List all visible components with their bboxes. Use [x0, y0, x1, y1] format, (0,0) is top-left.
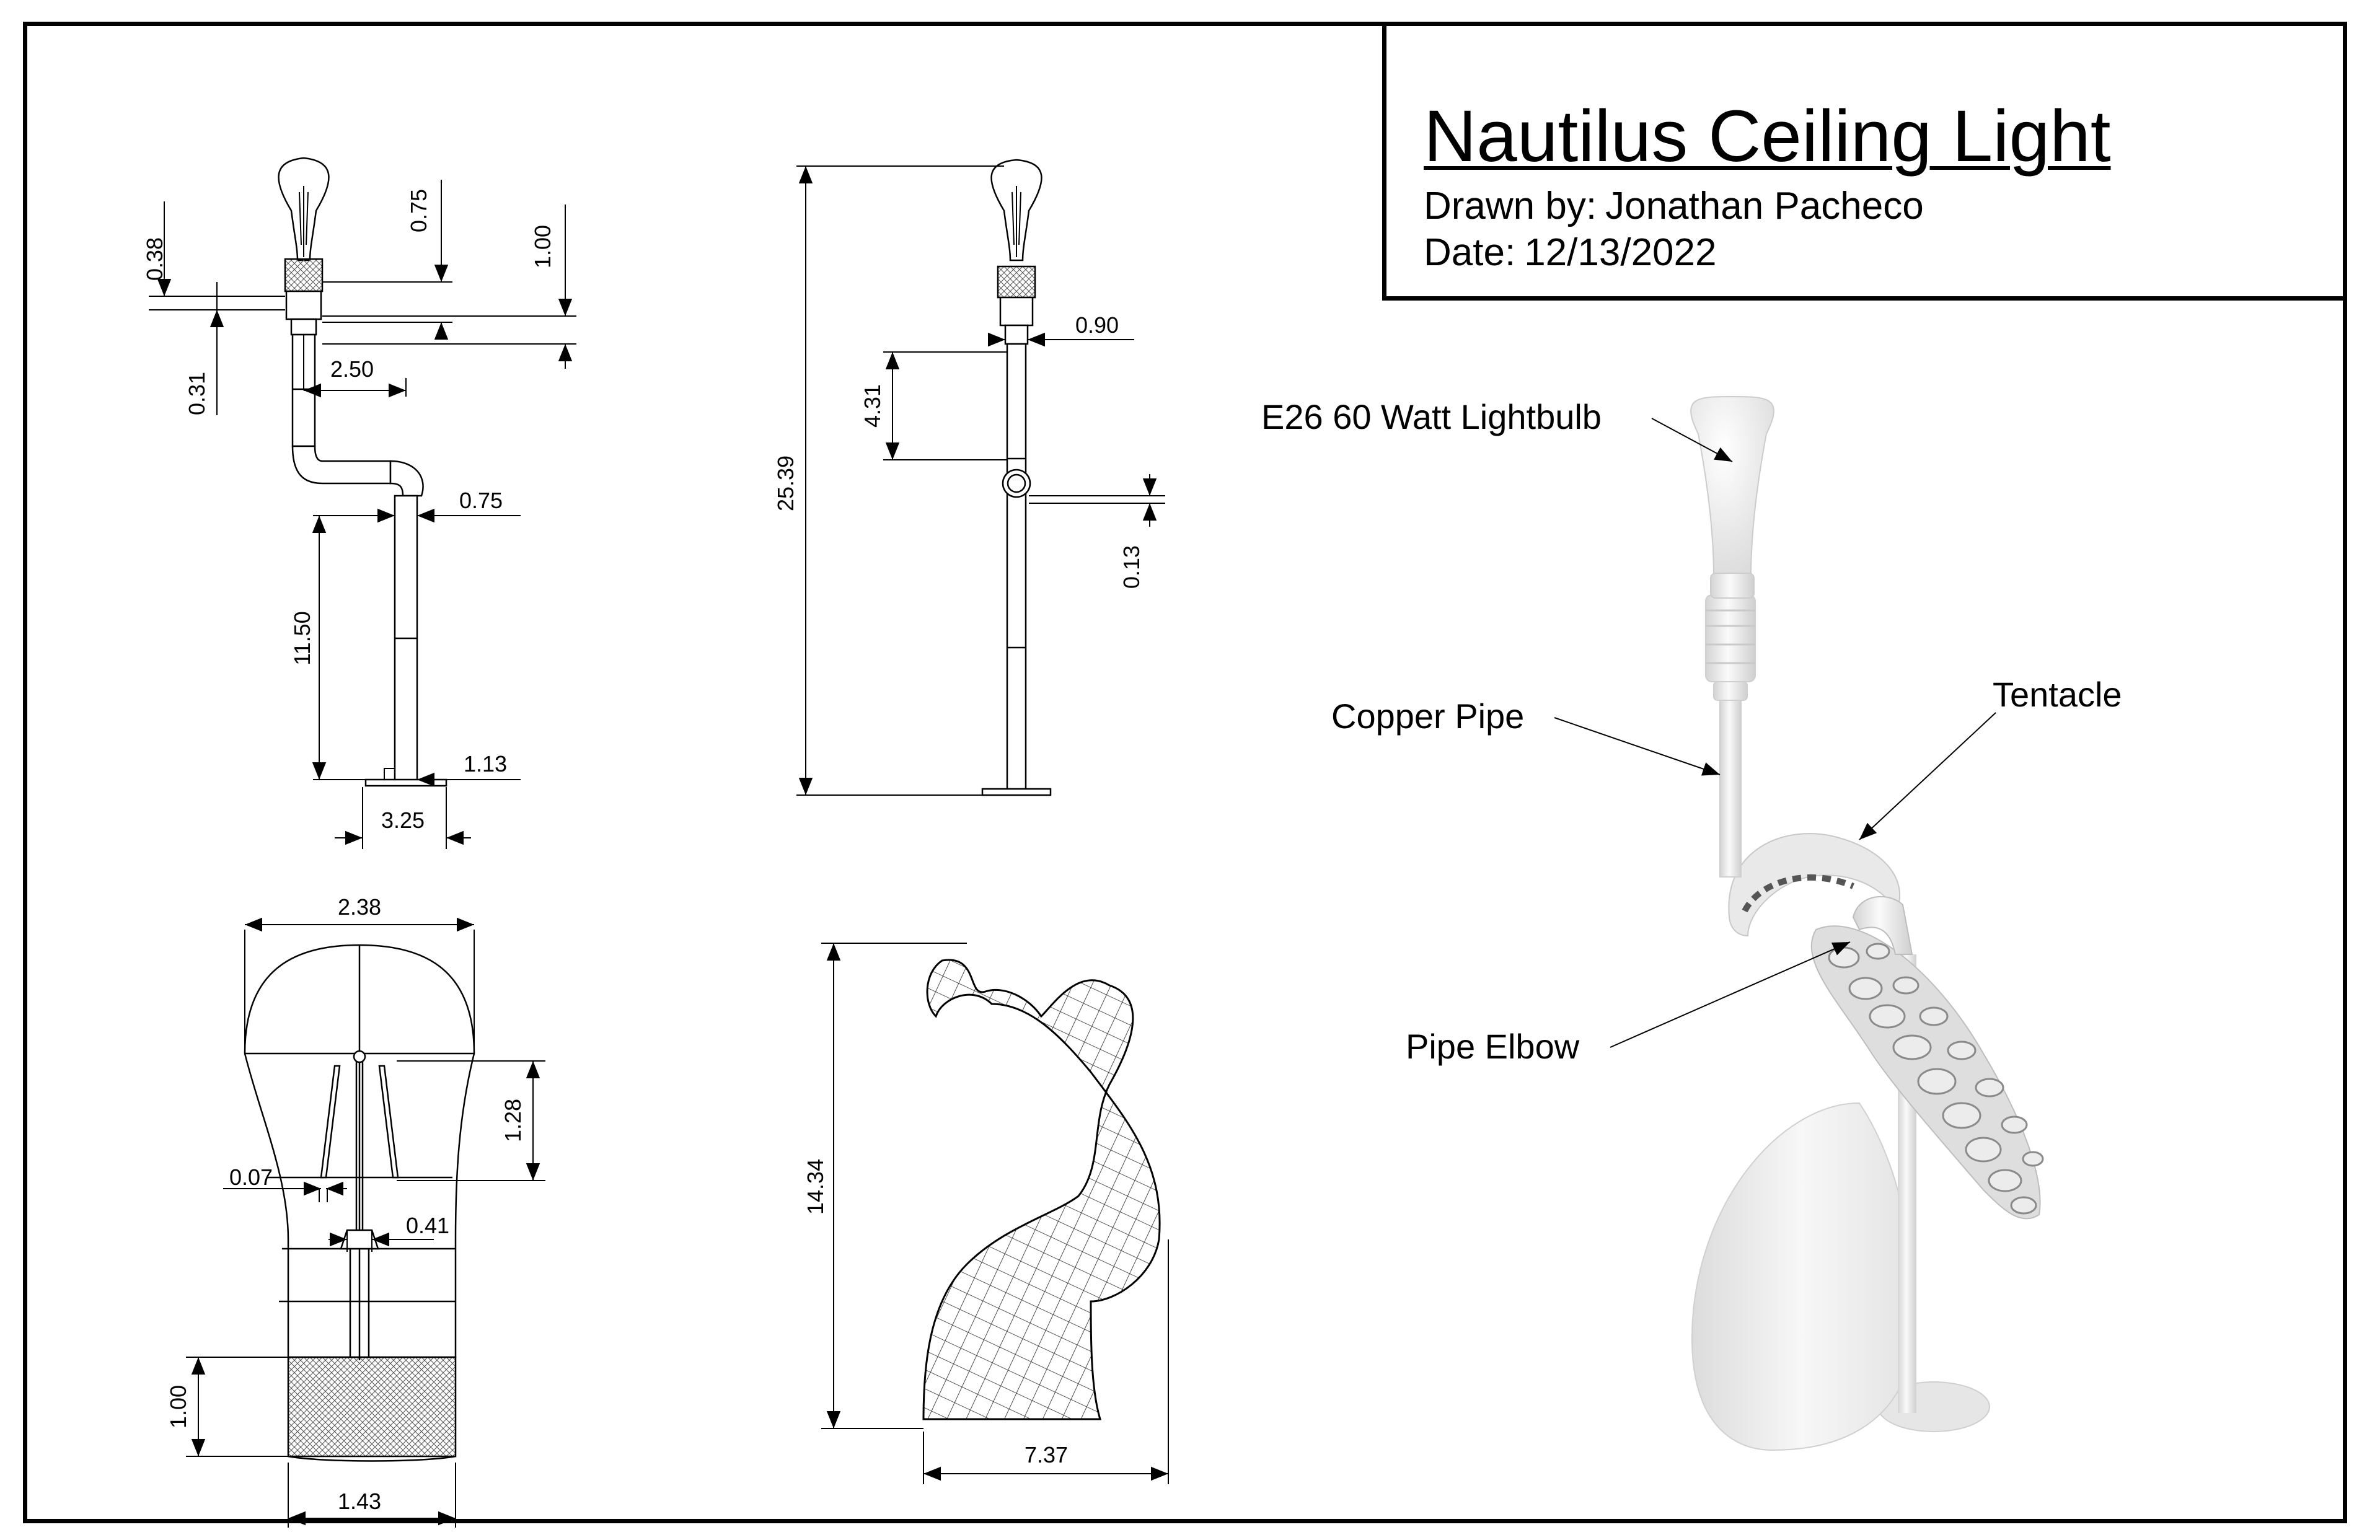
- dim-socket-to-pipe: 1.00: [530, 225, 555, 268]
- side-view-dimensions: [796, 165, 1165, 796]
- drawn-by-line: Drawn by:Jonathan Pacheco: [1424, 184, 1924, 228]
- front-view-dimensions: [149, 180, 576, 849]
- tentacle-wireframe-view: [922, 959, 1161, 1420]
- callout-tentacle: Tentacle: [1993, 675, 2122, 714]
- dim-base-width: 3.25: [381, 807, 425, 833]
- callout-pipe-elbow: Pipe Elbow: [1406, 1027, 1580, 1066]
- date-line: Date:12/13/2022: [1424, 231, 1717, 275]
- sheet-border: [23, 22, 2347, 1523]
- drawn-by-value: Jonathan Pacheco: [1605, 185, 1924, 227]
- callout-leaders: [1554, 418, 1996, 1048]
- date-label: Date:: [1424, 231, 1516, 274]
- callout-copper-pipe: Copper Pipe: [1331, 697, 1524, 736]
- dim-base-height: 1.00: [165, 1385, 191, 1428]
- dim-bulb-neck: 0.38: [142, 237, 167, 281]
- bulb-detail-view: [244, 944, 475, 1462]
- rendered-assembly: [1690, 395, 2044, 1451]
- dim-collar: 0.31: [184, 372, 209, 415]
- dim-base-width-detail: 1.43: [338, 1489, 381, 1514]
- drawn-by-label: Drawn by:: [1424, 185, 1597, 227]
- dim-stem-width: 0.41: [406, 1213, 449, 1238]
- dim-socket-height: 0.75: [406, 189, 431, 232]
- callout-labels: E26 60 Watt Lightbulb Copper Pipe Tentac…: [1261, 397, 2122, 1066]
- drawing-title: Nautilus Ceiling Light: [1424, 95, 2111, 177]
- tentacle-suckers: [1828, 943, 2044, 1215]
- tentacle-view-dimension-labels: 14.34 7.37: [803, 1159, 1068, 1467]
- dim-upper-pipe-length: 4.31: [860, 384, 885, 428]
- dim-tentacle-height: 14.34: [803, 1159, 828, 1215]
- bulb-detail-dimensions: [186, 917, 545, 1528]
- front-view-dimension-labels: 0.38 0.75 1.00 0.31 2.50 0.75 11.50 1.13…: [142, 189, 555, 833]
- dim-tentacle-width: 7.37: [1025, 1442, 1068, 1467]
- side-view-dimension-labels: 25.39 0.90 4.31 0.13: [773, 312, 1144, 589]
- callout-lightbulb: E26 60 Watt Lightbulb: [1261, 397, 1602, 436]
- dim-offset-width: 2.50: [330, 356, 374, 382]
- tentacle-view-dimensions: [821, 943, 1169, 1484]
- dim-elbow-offset: 0.13: [1119, 545, 1144, 589]
- date-value: 12/13/2022: [1524, 231, 1717, 274]
- dim-collar-width: 0.90: [1075, 312, 1119, 338]
- side-view: [981, 159, 1052, 796]
- dim-filament-height: 1.28: [500, 1099, 526, 1142]
- dim-pipe-diameter: 0.75: [459, 488, 503, 513]
- title-block: Nautilus Ceiling Light Drawn by:Jonathan…: [1382, 22, 2347, 301]
- dim-base-pipe: 1.13: [464, 751, 507, 777]
- dim-lower-pipe-length: 11.50: [289, 611, 315, 665]
- bulb-detail-dimension-labels: 2.38 1.28 0.07 0.41 1.00 1.43: [165, 894, 526, 1514]
- dim-overall-height: 25.39: [773, 455, 798, 511]
- dim-bulb-width: 2.38: [338, 894, 381, 920]
- dim-filament-wire: 0.07: [229, 1164, 273, 1190]
